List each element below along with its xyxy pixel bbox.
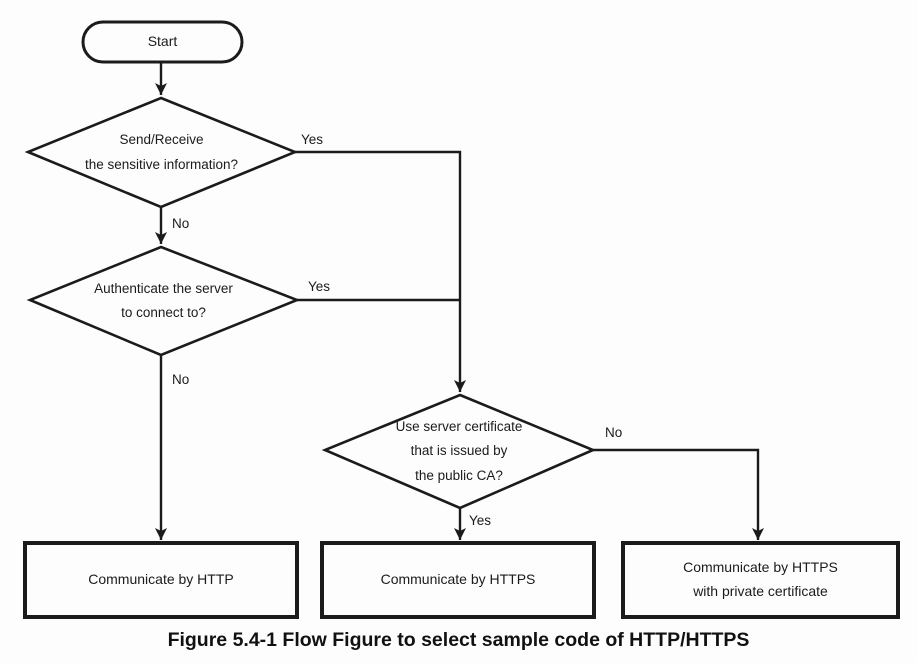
result-https-shape bbox=[320, 541, 596, 619]
result-http-label: Communicate by HTTP bbox=[88, 571, 234, 588]
result-http-shape bbox=[23, 541, 299, 619]
edge-label-decision1-no: No bbox=[172, 216, 190, 231]
edge-label-decision3-yes: Yes bbox=[469, 513, 492, 528]
decision1-label: Send/Receive the sensitive information? bbox=[84, 132, 239, 172]
edge-decision3-no bbox=[593, 448, 764, 540]
result-https-private-label: Communicate by HTTPS with private certif… bbox=[683, 559, 838, 599]
decision2-label: Authenticate the server to connect to? bbox=[94, 280, 233, 320]
decision3-label: Use server certificate that is issued by… bbox=[395, 419, 523, 483]
result-https-label: Communicate by HTTPS bbox=[380, 571, 536, 588]
edge-label-decision2-yes: Yes bbox=[308, 279, 331, 294]
result-https-private-shape bbox=[621, 541, 900, 619]
edge-decision1-yes bbox=[295, 150, 466, 392]
figure-caption: Figure 5.4-1 Flow Figure to select sampl… bbox=[167, 629, 750, 651]
edge-label-decision1-yes: Yes bbox=[301, 132, 324, 147]
start-node-label: Start bbox=[147, 33, 178, 50]
edge-label-decision3-no: No bbox=[605, 425, 623, 440]
edge-label-decision2-no: No bbox=[172, 372, 190, 387]
start-node-shape bbox=[81, 20, 244, 64]
